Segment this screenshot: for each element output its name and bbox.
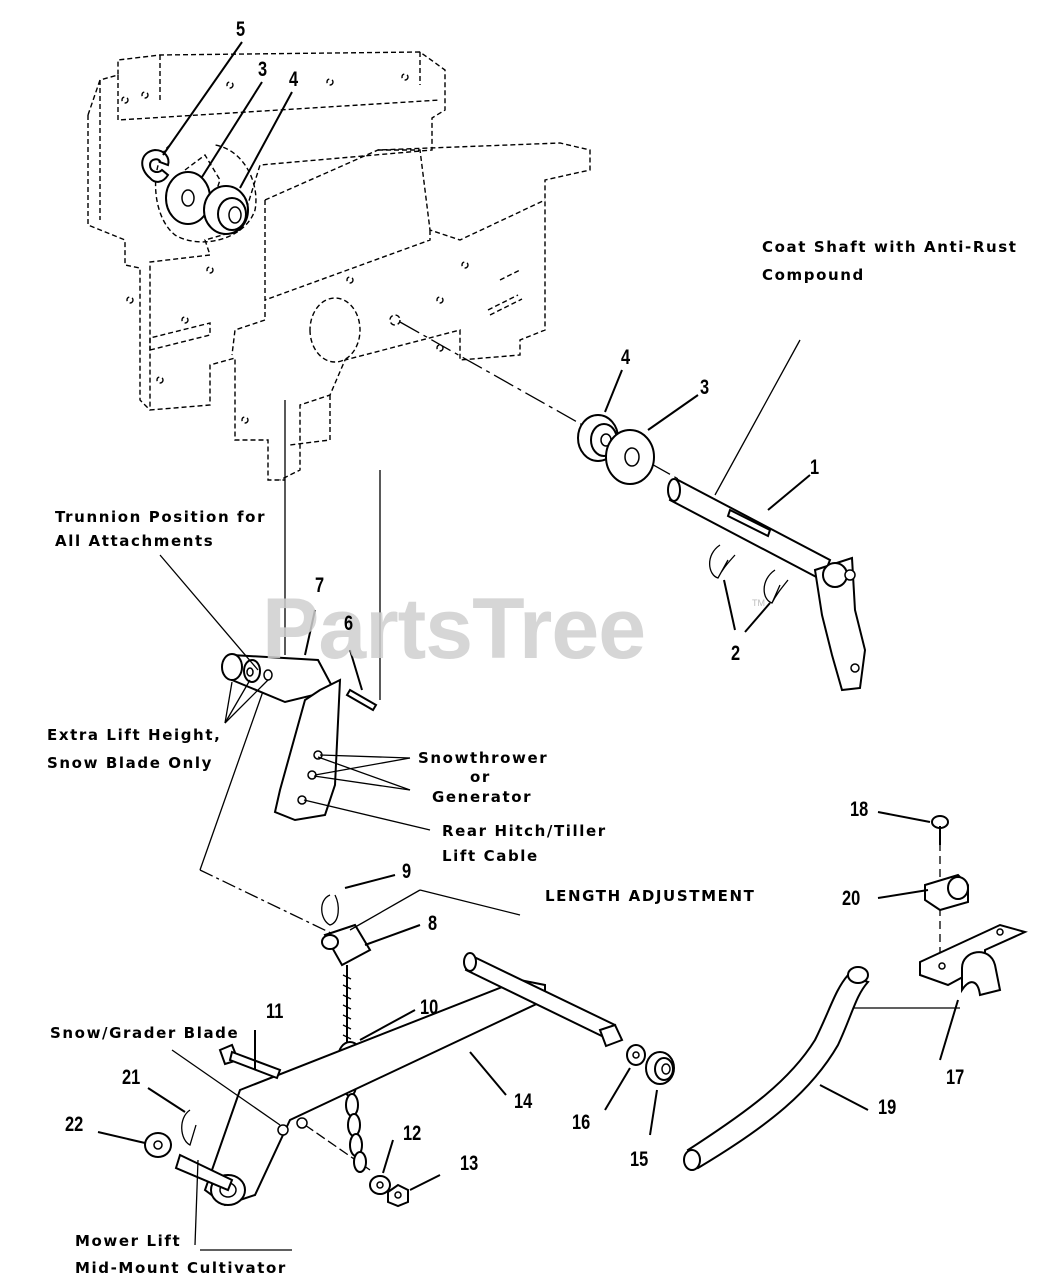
- hairpin-washer-parts: [144, 1109, 197, 1158]
- lift-arm-part-14: [174, 952, 624, 1207]
- note-rear-hitch-line1: Rear Hitch/Tiller: [442, 822, 607, 840]
- note-snowthrower-line3: Generator: [432, 788, 533, 806]
- note-snow-grader-blade: Snow/Grader Blade: [50, 1024, 240, 1042]
- callout-14: 14: [514, 1090, 533, 1113]
- callout-20: 20: [842, 887, 861, 910]
- callout-4-top: 4: [289, 68, 299, 91]
- note-snowthrower-line1: Snowthrower: [418, 749, 549, 767]
- callout-21: 21: [122, 1066, 141, 1089]
- callout-6: 6: [344, 612, 354, 635]
- bolt-part-11: [218, 1043, 282, 1080]
- note-coat-shaft-line2: Compound: [762, 266, 865, 284]
- frame-outline: [87, 51, 591, 481]
- callout-12: 12: [403, 1122, 422, 1145]
- bracket-parts-17-18-20: [919, 815, 1028, 997]
- callout-3-right: 3: [700, 376, 710, 399]
- callout-1: 1: [810, 456, 820, 479]
- callout-7: 7: [315, 574, 325, 597]
- callout-17: 17: [946, 1066, 965, 1089]
- note-length-adjustment: LENGTH ADJUSTMENT: [545, 887, 756, 905]
- note-coat-shaft-line1: Coat Shaft with Anti-Rust: [762, 238, 1018, 256]
- callout-15: 15: [630, 1148, 649, 1171]
- callout-4-right: 4: [621, 346, 631, 369]
- clevis-part-8: [321, 894, 372, 967]
- shaft-part-1: [667, 478, 867, 692]
- callout-2: 2: [731, 642, 741, 665]
- upper-bushing-parts: [141, 148, 249, 235]
- callout-5: 5: [236, 18, 246, 41]
- annotation-leaders: [159, 339, 801, 1251]
- note-mower-lift-line2: Mid-Mount Cultivator: [75, 1259, 287, 1277]
- callout-22: 22: [65, 1113, 84, 1136]
- callout-19: 19: [878, 1096, 897, 1119]
- note-rear-hitch-line2: Lift Cable: [442, 847, 539, 865]
- watermark-trademark: TM: [752, 598, 765, 608]
- note-extra-lift-line2: Snow Blade Only: [47, 754, 214, 772]
- note-trunnion-line1: Trunnion Position for: [55, 508, 267, 526]
- hairpins-part-2: [708, 544, 789, 604]
- watermark: PartsTree: [262, 581, 646, 677]
- note-snowthrower-line2: or: [470, 768, 491, 786]
- right-washers: [577, 414, 655, 485]
- bushing-parts-15-16: [626, 1044, 675, 1085]
- callout-8: 8: [428, 912, 438, 935]
- callout-arrows: [97, 41, 959, 1191]
- callout-9: 9: [402, 860, 412, 883]
- note-trunnion-line2: All Attachments: [55, 532, 215, 550]
- callout-16: 16: [572, 1111, 591, 1134]
- callout-18: 18: [850, 798, 869, 821]
- callout-11: 11: [266, 1000, 284, 1023]
- note-mower-lift-line1: Mower Lift: [75, 1232, 182, 1250]
- callout-13: 13: [460, 1152, 479, 1175]
- callout-3-top: 3: [258, 58, 268, 81]
- washer-nut-parts: [369, 1175, 409, 1208]
- callout-10: 10: [420, 996, 439, 1019]
- tube-part-19: [683, 966, 870, 1171]
- note-extra-lift-line1: Extra Lift Height,: [47, 726, 222, 744]
